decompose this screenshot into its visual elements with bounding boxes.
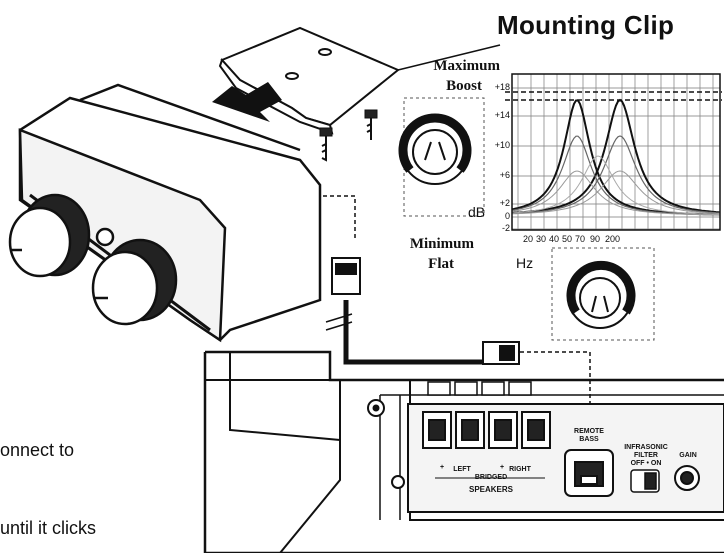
y-tick-label: +10: [494, 140, 510, 150]
eq-chart: [505, 73, 722, 231]
bass-label: BASS: [579, 436, 599, 443]
db-unit-label: dB: [468, 204, 486, 220]
response-curve: [511, 135, 721, 214]
boost-knob: [398, 113, 472, 185]
filter-label: FILTER: [634, 452, 658, 459]
right-label: RIGHT: [509, 466, 531, 473]
click-instruction-text: until it clicks: [0, 518, 97, 538]
infrasonic-switch: [630, 469, 660, 493]
gain-label: GAIN: [679, 452, 697, 459]
frequency-knob: [566, 260, 636, 329]
connect-instruction-text: onnect to: [0, 440, 75, 460]
speakers-label: SPEAKERS: [468, 485, 513, 494]
cable-connector: [331, 257, 520, 365]
x-tick-label: 90: [590, 234, 601, 244]
x-tick-label: 200: [605, 234, 621, 244]
plus-right-label: +: [499, 464, 505, 471]
gain-knob: [674, 465, 700, 491]
x-tick-label: 30: [536, 234, 547, 244]
x-tick-label: 50: [562, 234, 573, 244]
frequency-knob-frame: [551, 247, 655, 341]
response-curve: [511, 170, 720, 215]
maximum-label: Maximum: [433, 58, 500, 74]
remote-label: REMOTE: [574, 428, 604, 435]
y-tick-label: 0: [504, 211, 510, 221]
screw-icon: [319, 109, 378, 162]
amplifier: [203, 350, 724, 553]
response-curve: [511, 99, 721, 216]
chart-grid: [512, 74, 720, 230]
remote-cable: [323, 195, 591, 422]
y-tick-label: -2: [501, 223, 510, 233]
y-tick-label: +14: [494, 110, 510, 120]
x-tick-label: 20: [523, 234, 534, 244]
frequency-knob-left: [91, 238, 178, 326]
response-curve: [511, 170, 721, 216]
chart-curves: [511, 98, 721, 216]
x-tick-label: 40: [549, 234, 560, 244]
left-label: LEFT: [453, 466, 471, 473]
y-tick-label: +2: [499, 198, 510, 208]
arrow-icon: [212, 82, 282, 122]
x-tick-label: 70: [575, 234, 586, 244]
boost-label: Boost: [446, 78, 482, 94]
bridged-label: BRIDGED: [474, 474, 508, 481]
hz-unit-label: Hz: [516, 255, 534, 271]
diagram-title: Mounting Clip: [497, 10, 675, 40]
boost-knob-left: [8, 193, 91, 278]
y-tick-label: +6: [499, 170, 510, 180]
plus-left-label: +: [439, 464, 445, 471]
infrasonic-label: INFRASONIC: [624, 444, 668, 451]
speaker-terminals: [422, 411, 551, 449]
response-curve: [511, 98, 721, 214]
y-tick-label: +18: [494, 82, 510, 92]
minimum-label: Minimum: [409, 236, 474, 252]
response-curve: [511, 155, 720, 215]
flat-label: Flat: [428, 256, 454, 272]
remote-bass-jack: [564, 449, 614, 497]
off-on-label: OFF • ON: [630, 460, 662, 467]
